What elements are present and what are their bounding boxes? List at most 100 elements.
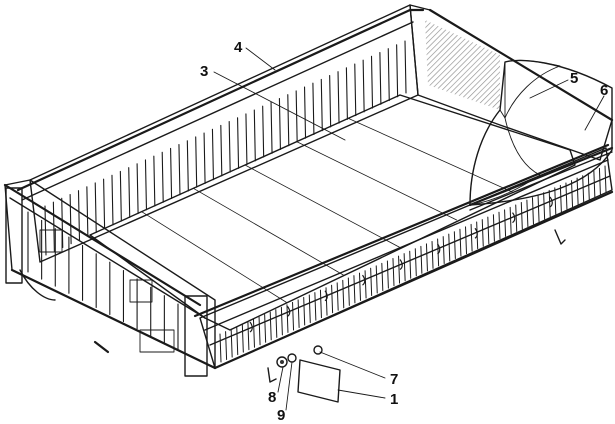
near-rib	[386, 260, 389, 289]
near-rib	[297, 299, 300, 329]
rope-hook	[437, 243, 441, 255]
far-rib	[387, 48, 390, 102]
near-rib	[292, 301, 295, 331]
far-rib	[303, 86, 307, 139]
near-rib	[559, 184, 562, 213]
near-rib	[543, 192, 546, 220]
near-rib	[258, 316, 261, 346]
far-rib	[178, 144, 181, 196]
far-rib	[86, 186, 89, 237]
near-rib	[526, 199, 529, 227]
near-rib	[509, 206, 512, 235]
rope-hook	[362, 274, 366, 286]
callout-3: 3	[200, 63, 208, 80]
leader-lines	[213, 47, 605, 411]
callout-8: 8	[268, 389, 276, 406]
near-rib	[548, 189, 551, 218]
near-rib	[487, 216, 490, 245]
near-rib	[314, 292, 317, 321]
near-rib	[219, 333, 222, 363]
far-rib	[337, 71, 340, 124]
rope-hook	[474, 227, 478, 239]
far-rib	[186, 140, 189, 192]
far-rib	[253, 109, 256, 162]
near-rib	[241, 323, 244, 353]
near-rib	[604, 165, 607, 193]
near-rib	[319, 289, 322, 319]
near-rib	[504, 209, 507, 237]
far-rib	[195, 136, 198, 188]
far-rib	[278, 98, 281, 151]
near-rib	[364, 270, 367, 299]
far-rib	[245, 113, 248, 166]
near-rib	[576, 177, 579, 205]
far-rib	[320, 78, 323, 132]
near-rib	[331, 284, 334, 314]
far-rib	[396, 44, 399, 98]
near-rib	[565, 182, 568, 210]
far-rib	[228, 121, 231, 173]
near-rib	[437, 238, 440, 267]
floor-seam	[192, 187, 344, 276]
far-rib	[203, 132, 206, 184]
rope-hook	[512, 212, 516, 224]
near-rib	[370, 267, 373, 296]
near-rib	[269, 311, 272, 341]
near-rib	[336, 282, 339, 311]
far-rib	[52, 201, 55, 252]
far-rib	[44, 205, 47, 256]
floor-seam	[141, 211, 288, 303]
near-rib	[459, 228, 462, 257]
near-rib	[247, 321, 250, 351]
near-rib	[347, 277, 350, 306]
far-side-board	[16, 4, 425, 263]
near-rib	[465, 226, 468, 255]
near-rib	[403, 253, 406, 282]
far-rib	[362, 59, 365, 113]
near-rib	[470, 223, 473, 252]
callout-7: 7	[390, 371, 398, 388]
near-rib	[342, 279, 345, 309]
near-rib	[398, 255, 401, 284]
far-rib	[94, 182, 97, 233]
far-rib	[211, 128, 214, 181]
far-rib	[370, 55, 374, 109]
fasteners	[267, 345, 323, 383]
near-rib	[420, 245, 423, 274]
rope-hook	[249, 321, 253, 333]
near-rib	[537, 194, 540, 223]
floor	[89, 94, 576, 331]
near-rib	[571, 180, 574, 208]
far-rib	[161, 151, 164, 203]
far-rib	[103, 178, 106, 230]
near-rib	[375, 265, 378, 294]
near-rib	[353, 275, 356, 304]
near-rib	[492, 214, 495, 242]
near-rib	[582, 175, 585, 203]
callout-labels: 4 3 5 6 7 1 8 9	[200, 39, 608, 424]
near-board-ribs	[219, 165, 607, 363]
near-rib	[230, 328, 233, 358]
tarpaulin-cover	[469, 59, 613, 206]
floor-seam	[244, 164, 401, 248]
near-rib	[236, 326, 239, 356]
near-rib	[531, 197, 534, 225]
side-hooks	[249, 196, 566, 333]
far-rib	[237, 117, 240, 169]
rear-board	[3, 179, 217, 377]
far-rib	[287, 94, 290, 147]
rear-board-ribs	[27, 211, 179, 351]
floor-seam	[347, 117, 514, 193]
near-rib	[286, 304, 289, 333]
far-rib	[404, 40, 407, 94]
near-rib	[442, 236, 445, 264]
rope-hook	[549, 196, 553, 208]
near-rib	[280, 306, 283, 336]
near-rib	[308, 294, 311, 324]
far-rib	[354, 63, 357, 117]
near-rib	[515, 204, 518, 232]
callout-5: 5	[570, 70, 578, 87]
callout-4: 4	[234, 39, 243, 56]
near-side-board	[193, 143, 614, 370]
